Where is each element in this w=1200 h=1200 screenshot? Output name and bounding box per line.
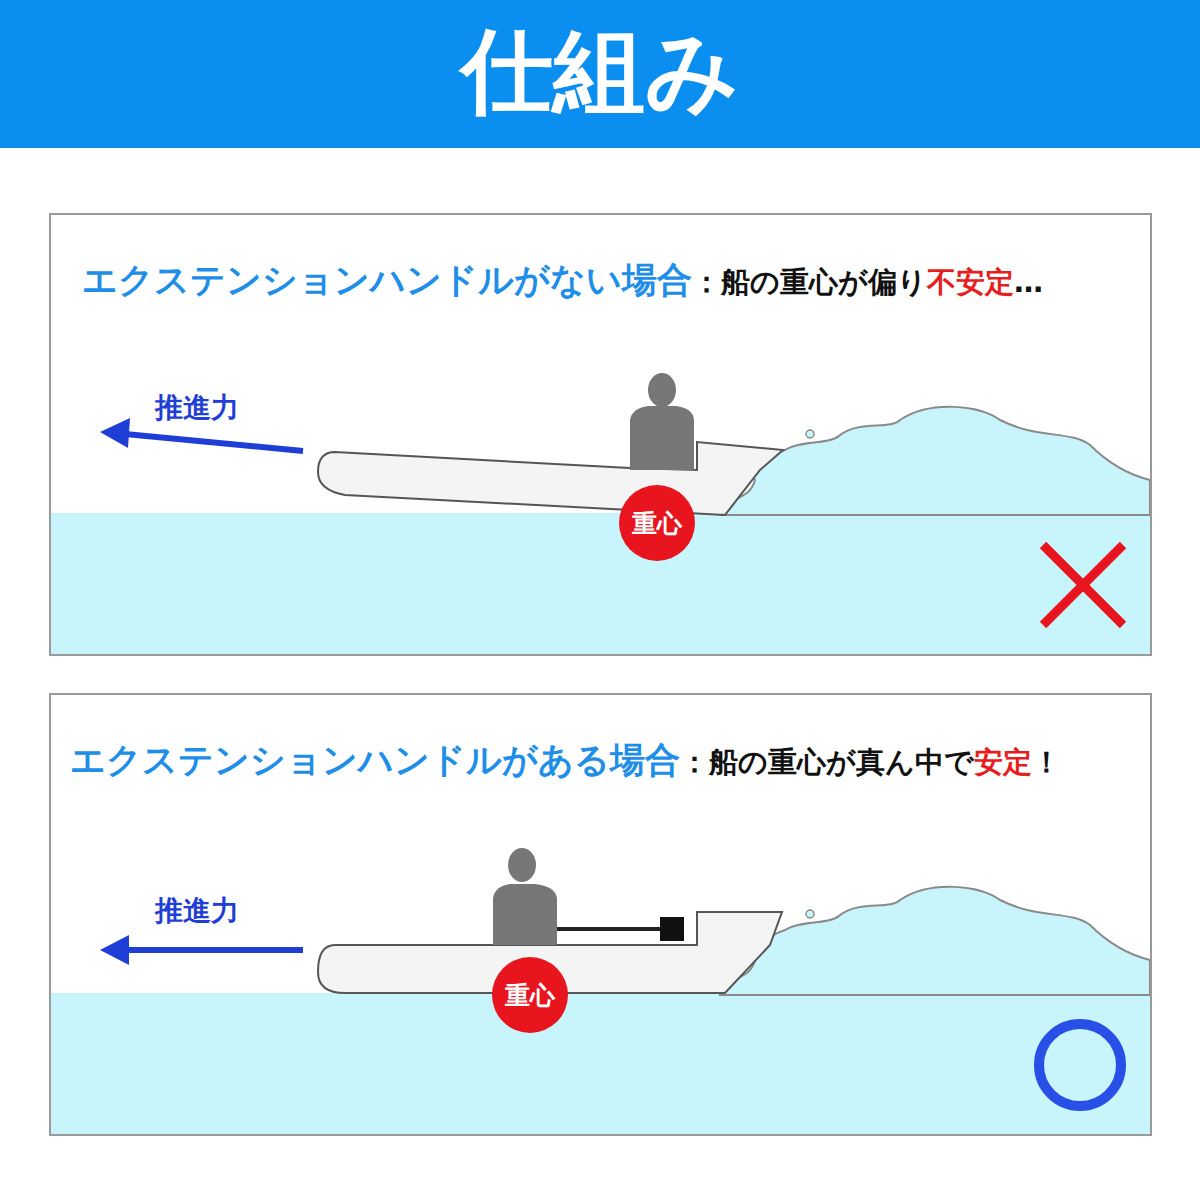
droplet [806, 430, 814, 438]
thrust-arrow [125, 434, 303, 451]
center-of-gravity: 重心 [492, 957, 568, 1033]
heading-run: ：船の重心が偏り [692, 259, 927, 305]
water [49, 513, 1152, 656]
heading-run: エクステンションハンドルがある場合 [70, 737, 680, 783]
panel-ground [49, 693, 1152, 1136]
arrow-head [100, 935, 129, 965]
heading-run: 安定 [974, 739, 1032, 785]
person-head [508, 848, 536, 882]
extension-handle [557, 927, 662, 931]
motor-grip [660, 917, 684, 941]
wake [720, 407, 1150, 515]
center-of-gravity: 重心 [619, 485, 695, 561]
heading-run: ：船の重心が真ん中で [680, 739, 974, 785]
heading-run: … [1014, 259, 1043, 305]
heading-run: 不安定 [927, 259, 1014, 305]
thrust-label: 推進力 [155, 893, 239, 929]
panel-heading: エクステンションハンドルがある場合：船の重心が真ん中で安定！ [70, 737, 1142, 785]
gravity-label: 重心 [632, 507, 682, 540]
page-title: 仕組み [0, 14, 1200, 130]
person-body [630, 406, 694, 470]
cross-mark [1043, 545, 1123, 625]
circle-mark [1039, 1024, 1121, 1106]
heading-run: ！ [1032, 739, 1061, 785]
panel-ground [49, 213, 1152, 656]
thrust-label: 推進力 [155, 390, 239, 426]
gravity-label: 重心 [505, 979, 555, 1012]
water [49, 993, 1152, 1136]
person-body [493, 884, 557, 945]
arrow-head [100, 418, 130, 448]
droplet [806, 910, 814, 918]
panel-box: エクステンションハンドルがない場合：船の重心が偏り不安定… 重心 [49, 213, 1152, 656]
boat [318, 442, 783, 515]
wake [720, 887, 1150, 995]
panel-heading: エクステンションハンドルがない場合：船の重心が偏り不安定… [82, 257, 1142, 305]
heading-run: エクステンションハンドルがない場合 [82, 257, 692, 303]
header-band [0, 0, 1200, 148]
thrust-arrow [125, 947, 303, 953]
person-head [648, 373, 676, 407]
